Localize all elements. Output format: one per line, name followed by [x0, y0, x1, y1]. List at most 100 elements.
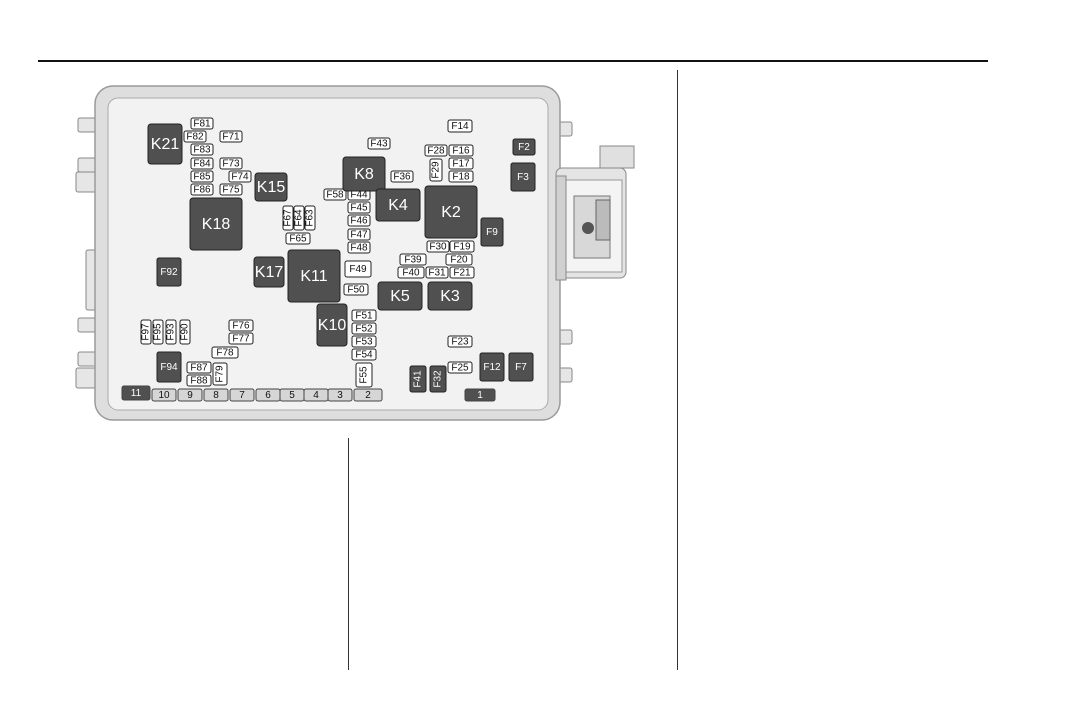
slot-label: 10 [158, 390, 170, 401]
relay-box [189, 197, 243, 251]
fuse-label: F92 [160, 267, 178, 278]
relay-box [147, 123, 183, 165]
fuse-label-box [347, 214, 371, 227]
slot-label: 6 [265, 390, 271, 401]
fuse-label-box [351, 309, 377, 322]
slot-box [353, 388, 383, 402]
fuse-label-box [323, 188, 347, 201]
fuse-label-label: F65 [289, 234, 307, 245]
fuse-label-box [367, 137, 391, 150]
fuse-label-box [179, 319, 191, 345]
relay-label: K15 [257, 179, 286, 196]
column-divider-left [348, 438, 349, 670]
fuse-label-label: F21 [453, 268, 471, 279]
component-f77: F77 [228, 332, 254, 345]
relay-box [375, 188, 421, 222]
component-f88: F88 [186, 374, 212, 387]
fuse-label-box [351, 335, 377, 348]
component-f82: F82 [183, 130, 207, 143]
relay-label: K3 [440, 288, 460, 305]
fuse-label-box [447, 361, 473, 374]
component-f90: F90 [179, 319, 191, 345]
fuse-label-label: F29 [431, 161, 442, 179]
fuse-label-label: F71 [222, 132, 240, 143]
fuse-label-label: F44 [350, 190, 368, 201]
fuse-label-label: F90 [180, 323, 191, 341]
fuse-label-box [190, 170, 214, 183]
relay-box [253, 256, 285, 288]
component-f86: F86 [190, 183, 214, 196]
fuse-box [429, 365, 447, 393]
relay-label: K21 [151, 136, 180, 153]
fuse-label: F79 [215, 365, 226, 383]
fuse-label-label: F25 [451, 363, 469, 374]
component-8: 8 [203, 388, 229, 402]
component-f23: F23 [447, 335, 473, 348]
component-f64: F64 [293, 205, 305, 231]
relay-label: K10 [318, 317, 347, 334]
component-f21: F21 [449, 266, 475, 279]
slot-box [121, 385, 151, 401]
slot-label: 9 [187, 390, 193, 401]
component-f36: F36 [390, 170, 414, 183]
component-k10: K10 [316, 303, 348, 347]
fuse-label: F2 [518, 142, 530, 153]
component-f97: F97 [140, 319, 152, 345]
fuse-label-box [228, 170, 252, 183]
component-f94: F94 [156, 351, 182, 383]
fuse-label-label: F86 [193, 185, 211, 196]
component-f19: F19 [449, 240, 475, 253]
component-f39: F39 [399, 253, 427, 266]
component-f29: F29 [429, 158, 443, 182]
fuse-label-box [183, 130, 207, 143]
fuse-label: F55 [359, 366, 370, 384]
fuse-label-label: F77 [232, 334, 250, 345]
fuse-label-box [165, 319, 177, 345]
fuse-label-label: F73 [222, 159, 240, 170]
component-f17: F17 [448, 157, 474, 170]
fuse-label-box [186, 374, 212, 387]
slot-label: 2 [365, 390, 371, 401]
fuse-label-label: F43 [370, 139, 388, 150]
component-3: 3 [327, 388, 353, 402]
slot-label: 5 [289, 390, 295, 401]
component-f47: F47 [347, 228, 371, 241]
fuse-label-box [343, 283, 369, 296]
fuse-label-box [448, 157, 474, 170]
fuse-label: F7 [515, 362, 527, 373]
component-f45: F45 [347, 201, 371, 214]
fuse-label-label: F49 [349, 264, 367, 275]
component-f63: F63 [304, 205, 316, 231]
fuse-label-box [190, 183, 214, 196]
fuse-label-box [447, 119, 473, 133]
component-f30: F30 [426, 240, 450, 253]
component-f58: F58 [323, 188, 347, 201]
component-1: 1 [464, 388, 496, 402]
fuse-label-box [228, 319, 254, 332]
component-f92: F92 [156, 257, 182, 287]
component-k3: K3 [427, 281, 473, 311]
relay-label: K18 [202, 216, 231, 233]
relay-label: K2 [441, 204, 461, 221]
fuse-label-label: F81 [193, 119, 211, 130]
component-k5: K5 [377, 281, 423, 311]
fuse-box [212, 362, 228, 386]
fuse-label-box [140, 319, 152, 345]
fuse-label: F94 [160, 362, 178, 373]
relay-box [316, 303, 348, 347]
slot-label: 1 [477, 390, 483, 401]
fuse-box [156, 351, 182, 383]
relay-label: K4 [388, 197, 408, 214]
component-f65: F65 [285, 232, 311, 245]
slot-label: 4 [313, 390, 319, 401]
slot-label: 7 [239, 390, 245, 401]
fuse-label-label: F20 [450, 255, 468, 266]
fuse-label-label: F31 [428, 268, 446, 279]
fuse-label-label: F40 [402, 268, 420, 279]
fuse-label-label: F52 [355, 324, 373, 335]
relay-box [427, 281, 473, 311]
component-f81: F81 [190, 117, 214, 130]
component-f93: F93 [165, 319, 177, 345]
component-f75: F75 [219, 183, 243, 196]
fuse-label-box [219, 157, 243, 170]
